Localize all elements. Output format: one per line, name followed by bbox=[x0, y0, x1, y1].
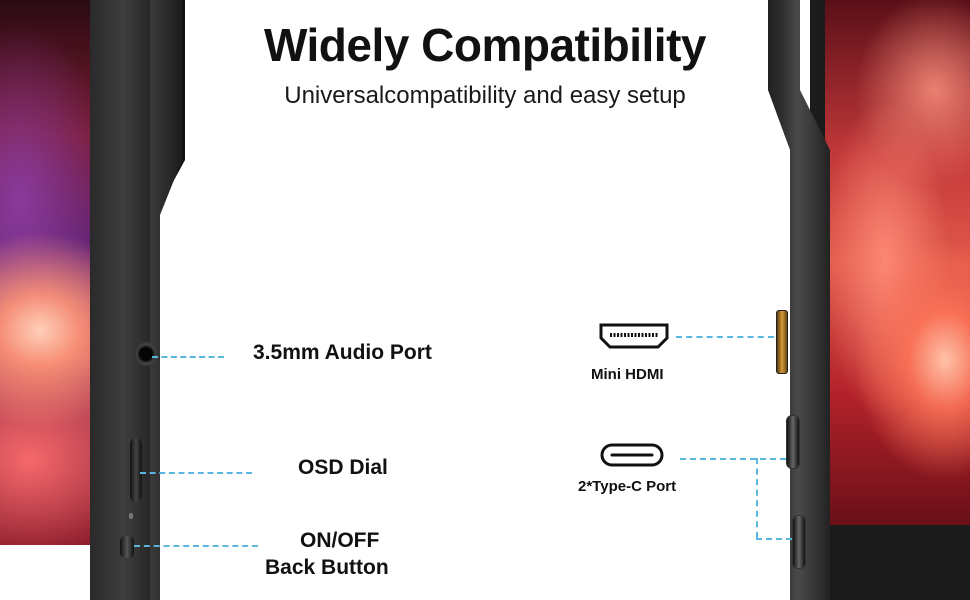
audio-leader-line bbox=[152, 356, 224, 358]
typec-label: 2*Type-C Port bbox=[578, 478, 677, 495]
status-led bbox=[129, 513, 133, 519]
power-label-line2: Back Button bbox=[265, 556, 389, 579]
right-monitor-screen bbox=[825, 0, 970, 525]
typec-leader-line bbox=[680, 458, 786, 460]
right-monitor-image bbox=[750, 0, 970, 600]
typec-port-hardware-1 bbox=[786, 415, 800, 469]
left-monitor-edge bbox=[150, 0, 182, 600]
power-leader-line bbox=[134, 545, 258, 547]
type-c-icon bbox=[600, 443, 664, 467]
audio-port-jack bbox=[136, 342, 156, 366]
osd-leader-line bbox=[140, 472, 252, 474]
hdmi-port-hardware bbox=[776, 310, 788, 374]
hdmi-label: Mini HDMI bbox=[591, 366, 664, 383]
left-monitor-image bbox=[0, 0, 190, 600]
osd-dial-control bbox=[130, 438, 142, 502]
osd-dial-label: OSD Dial bbox=[298, 456, 388, 479]
typec-port-hardware-2 bbox=[792, 515, 806, 569]
hdmi-leader-line bbox=[676, 336, 774, 338]
hdmi-icon bbox=[599, 323, 669, 349]
typec-leader-branch bbox=[756, 538, 792, 540]
power-button-hardware bbox=[120, 536, 134, 558]
page-title: Widely Compatibility bbox=[264, 19, 706, 71]
page-subtitle: Universalcompatibility and easy setup bbox=[284, 82, 686, 109]
typec-leader-vertical bbox=[756, 458, 758, 538]
power-label-line1: ON/OFF bbox=[300, 529, 380, 552]
audio-port-label: 3.5mm Audio Port bbox=[253, 341, 432, 364]
